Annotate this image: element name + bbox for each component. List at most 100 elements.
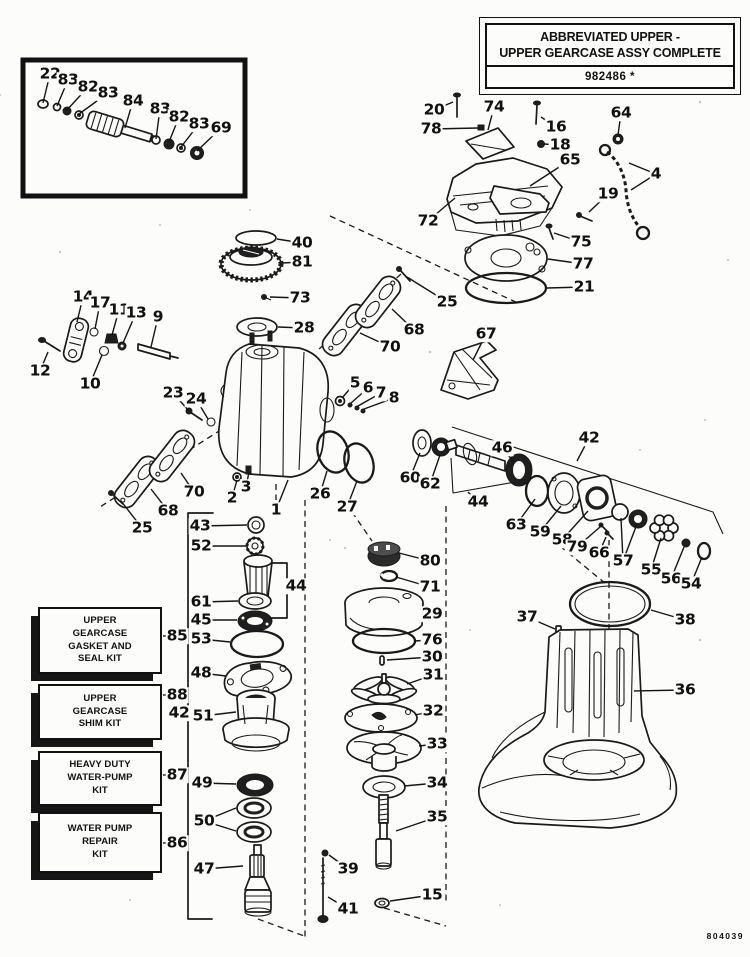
callout-53: 53 xyxy=(189,629,213,648)
gear-and-gaskets xyxy=(108,230,411,513)
callout-80: 80 xyxy=(418,551,442,570)
callout-25: 25 xyxy=(130,518,154,537)
callout-59: 59 xyxy=(528,522,552,541)
callout-2: 2 xyxy=(225,488,239,507)
callout-83: 83 xyxy=(148,99,172,118)
inset-driveshaft-assembly xyxy=(20,57,248,199)
title-box-inner: ABBREVIATED UPPER - UPPER GEARCASE ASSY … xyxy=(485,23,735,89)
callout-7: 7 xyxy=(374,383,388,402)
callout-18: 18 xyxy=(548,135,572,154)
callout-24: 24 xyxy=(184,389,208,408)
callout-8: 8 xyxy=(387,388,401,407)
callout-61: 61 xyxy=(189,592,213,611)
kit-box-pump-repair-label: WATER PUMP REPAIR KIT xyxy=(67,823,133,860)
callout-30: 30 xyxy=(420,647,444,666)
callout-32: 32 xyxy=(421,701,445,720)
scan-speckles xyxy=(0,94,729,906)
callout-42: 42 xyxy=(167,703,191,722)
callout-86: 86 xyxy=(165,833,189,852)
callout-78: 78 xyxy=(419,119,443,138)
callout-88: 88 xyxy=(165,685,189,704)
bearing-plate xyxy=(223,660,292,698)
callout-52: 52 xyxy=(189,536,213,555)
callout-31: 31 xyxy=(421,665,445,684)
callout-4: 4 xyxy=(649,164,663,183)
callout-73: 73 xyxy=(288,288,312,307)
callout-79: 79 xyxy=(565,537,589,556)
callout-56: 56 xyxy=(659,569,683,588)
callout-20: 20 xyxy=(422,100,446,119)
callout-21: 21 xyxy=(572,277,596,296)
kit-box-gasket-seal: UPPER GEARCASE GASKET AND SEAL KIT xyxy=(38,607,162,674)
assembly-title-line2: UPPER GEARCASE ASSY COMPLETE xyxy=(499,46,721,61)
callout-17: 17 xyxy=(88,293,112,312)
cover-assembly xyxy=(446,92,651,305)
callout-36: 36 xyxy=(673,680,697,699)
inset-nut xyxy=(190,146,204,160)
kit-box-heavy-duty-pump-label: HEAVY DUTY WATER-PUMP KIT xyxy=(67,759,133,796)
kit-box-shim: UPPER GEARCASE SHIM KIT xyxy=(38,684,162,740)
assembly-title-line1: ABBREVIATED UPPER - xyxy=(540,30,680,44)
callout-62: 62 xyxy=(418,474,442,493)
callout-51: 51 xyxy=(191,706,215,725)
callout-72: 72 xyxy=(416,211,440,230)
drawing-number: 804039 xyxy=(706,931,744,941)
driveshaft-bearing-group xyxy=(412,426,724,561)
impeller xyxy=(350,673,418,705)
callout-83: 83 xyxy=(187,114,211,133)
callout-5: 5 xyxy=(348,373,362,392)
kit-box-heavy-duty-pump: HEAVY DUTY WATER-PUMP KIT xyxy=(38,751,162,806)
callout-12: 12 xyxy=(28,361,52,380)
callout-82: 82 xyxy=(76,77,100,96)
callout-63: 63 xyxy=(504,515,528,534)
callout-81: 81 xyxy=(290,252,314,271)
callout-35: 35 xyxy=(425,807,449,826)
callout-37: 37 xyxy=(515,607,539,626)
callout-49: 49 xyxy=(190,773,214,792)
shift-linkage xyxy=(38,317,216,427)
exhaust-housing xyxy=(478,580,678,829)
assembly-title: ABBREVIATED UPPER - UPPER GEARCASE ASSY … xyxy=(487,25,733,65)
callout-65: 65 xyxy=(558,150,582,169)
thrust-gear-cluster xyxy=(649,514,679,542)
callout-13: 13 xyxy=(124,303,148,322)
callout-40: 40 xyxy=(290,233,314,252)
callout-87: 87 xyxy=(165,765,189,784)
pump-screw xyxy=(317,849,329,923)
callout-33: 33 xyxy=(425,734,449,753)
title-box: ABBREVIATED UPPER - UPPER GEARCASE ASSY … xyxy=(479,17,741,95)
callout-10: 10 xyxy=(78,374,102,393)
callout-68: 68 xyxy=(402,320,426,339)
callout-44: 44 xyxy=(466,492,490,511)
callout-27: 27 xyxy=(335,497,359,516)
callout-57: 57 xyxy=(611,551,635,570)
callout-41: 41 xyxy=(336,899,360,918)
callout-23: 23 xyxy=(161,383,185,402)
callout-66: 66 xyxy=(587,543,611,562)
kit-box-pump-repair: WATER PUMP REPAIR KIT xyxy=(38,812,162,873)
callout-25: 25 xyxy=(435,292,459,311)
gearcase-head-column xyxy=(187,512,292,920)
callout-64: 64 xyxy=(609,103,633,122)
callout-70: 70 xyxy=(378,337,402,356)
callout-77: 77 xyxy=(571,254,595,273)
callout-28: 28 xyxy=(292,318,316,337)
callout-45: 45 xyxy=(189,610,213,629)
callout-75: 75 xyxy=(569,232,593,251)
callout-67: 67 xyxy=(474,324,498,343)
callout-46: 46 xyxy=(490,438,514,457)
callout-69: 69 xyxy=(209,118,233,137)
callout-74: 74 xyxy=(482,97,506,116)
callout-43: 43 xyxy=(188,516,212,535)
callout-38: 38 xyxy=(673,610,697,629)
callout-50: 50 xyxy=(192,811,216,830)
callout-9: 9 xyxy=(151,307,165,326)
callout-82: 82 xyxy=(167,107,191,126)
callout-84: 84 xyxy=(121,91,145,110)
callout-44: 44 xyxy=(284,576,308,595)
kit-box-gasket-seal-label: UPPER GEARCASE GASKET AND SEAL KIT xyxy=(68,614,132,665)
callout-60: 60 xyxy=(398,468,422,487)
callout-83: 83 xyxy=(96,83,120,102)
